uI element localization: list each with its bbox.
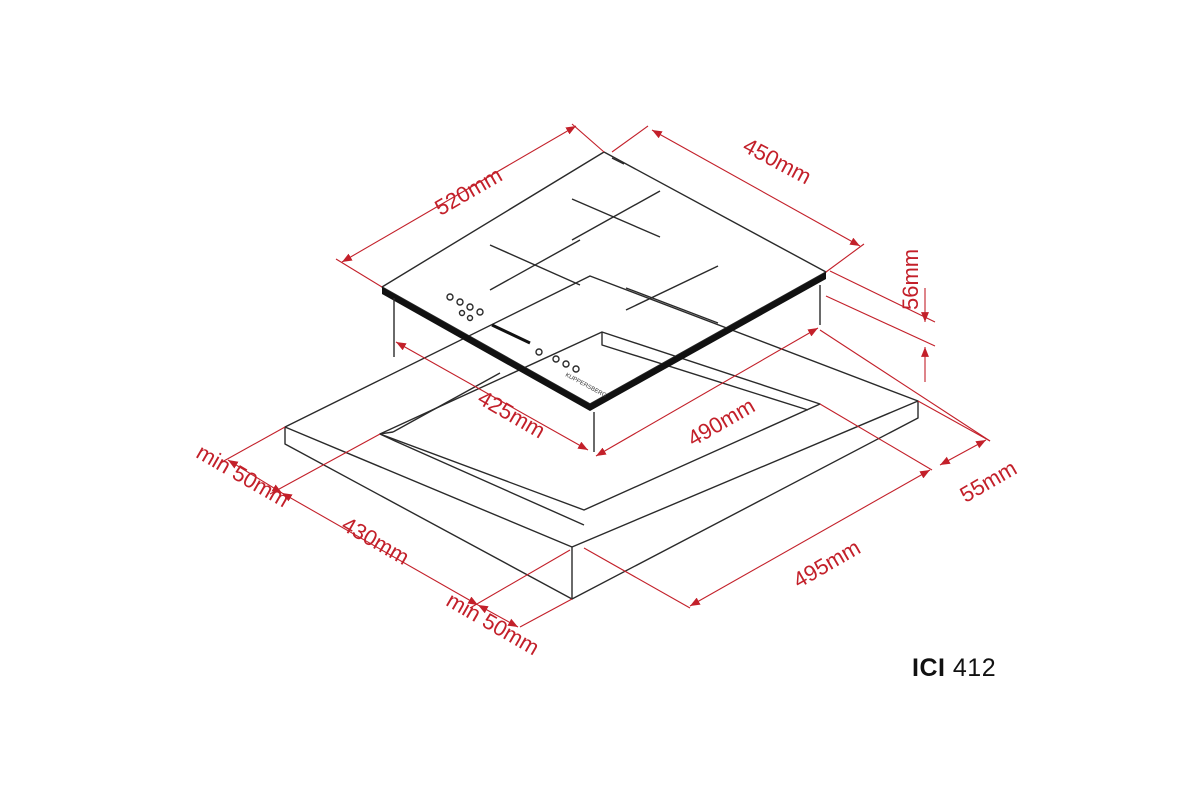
control-panel: KUPPERSBERG [446,293,608,399]
dim-depth-top: 450mm [739,133,816,190]
cooking-zone-right [625,265,719,324]
model-label: ICI 412 [912,654,996,683]
dim-width-top: 520mm [430,162,506,220]
cooking-zone-rear [571,190,661,241]
dim-margin-front-bottom: min 50mm [442,587,543,660]
dim-margin-side: 55mm [956,455,1021,507]
dim-height: 56mm [898,249,923,310]
cooking-zone-left [489,239,581,291]
model-prefix: ICI [912,654,946,682]
model-number: 412 [952,654,997,682]
dim-cutout-depth: 425mm [474,385,550,443]
cutout-opening [379,331,821,526]
dim-counter-depth: 430mm [338,512,414,570]
dimension-lines [221,123,991,628]
dim-cutout-width: 490mm [683,393,759,451]
